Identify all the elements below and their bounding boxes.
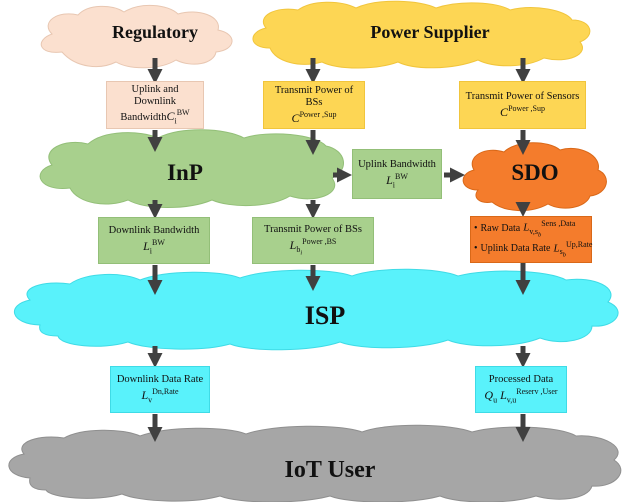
isp-label: ISP xyxy=(304,301,346,330)
iot-user-label: IoT User xyxy=(284,456,376,483)
sdo-label: SDO xyxy=(511,160,559,185)
uplink-rate-symbol: LsbUp,Rate xyxy=(553,239,593,259)
bs-transmit-power-supplier-box: Transmit Power of BSs CPower ,Sup xyxy=(263,81,365,129)
uplink-rate-label: Uplink Data Rate xyxy=(480,243,551,255)
reg-box-line2: Downlink xyxy=(134,96,176,108)
uplink-bw-text: Uplink Bandwidth xyxy=(358,158,436,170)
reg-box-symbol: CiBW xyxy=(166,108,190,126)
processed-data-box: Processed Data Qu Lv,uReserv ,User xyxy=(475,366,567,413)
downlink-bw-symbol: LiBW xyxy=(143,238,165,256)
raw-data-symbol: Lv,sbSens ,Data xyxy=(523,218,576,239)
downlink-bandwidth-box: Downlink Bandwidth LiBW xyxy=(98,217,210,264)
uplink-bw-symbol: LiBW xyxy=(386,171,408,190)
inp-cloud xyxy=(39,129,344,208)
bs-transmit-power-bs-box: Transmit Power of BSs LbiPower ,BS xyxy=(252,217,374,264)
downlink-bw-text: Downlink Bandwidth xyxy=(108,225,200,237)
bs-power-sup-text: Transmit Power of BSs xyxy=(274,84,354,108)
power-supplier-cloud xyxy=(252,0,591,69)
regulatory-cloud xyxy=(40,5,233,69)
sdo-output-list: •Raw Data Lv,sbSens ,Data •Uplink Data R… xyxy=(474,218,593,260)
bs-power-bs-text: Transmit Power of BSs xyxy=(264,223,362,235)
downlink-data-rate-box: Downlink Data Rate LvDn,Rate xyxy=(110,366,210,413)
raw-data-label: Raw Data xyxy=(480,222,521,234)
processed-data-text: Processed Data xyxy=(488,374,554,386)
iot-user-cloud xyxy=(8,424,622,502)
bs-power-bs-symbol: LbiPower ,BS xyxy=(289,236,337,257)
isp-cloud xyxy=(13,268,619,351)
dl-rate-text: Downlink Data Rate xyxy=(116,374,204,386)
inp-label: InP xyxy=(167,160,203,185)
regulatory-bandwidth-box: Uplink and Downlink BandwidthCiBW xyxy=(106,81,204,129)
sensor-power-text: Transmit Power of Sensors xyxy=(465,90,580,102)
sdo-cloud xyxy=(462,142,607,211)
reg-box-line3: BandwidthCiBW xyxy=(120,108,189,126)
reg-box-line1: Uplink and xyxy=(131,84,179,96)
dl-rate-symbol: LvDn,Rate xyxy=(141,387,179,405)
reg-box-line3-text: Bandwidth xyxy=(120,112,167,124)
sdo-output-box: •Raw Data Lv,sbSens ,Data •Uplink Data R… xyxy=(470,216,592,263)
sensor-power-symbol: CPower ,Sup xyxy=(500,103,545,119)
bs-power-sup-symbol: CPower ,Sup xyxy=(291,109,337,125)
uplink-rate-item: •Uplink Data Rate LsbUp,Rate xyxy=(474,239,593,259)
regulatory-label: Regulatory xyxy=(112,21,198,42)
power-supplier-label: Power Supplier xyxy=(370,21,490,42)
processed-data-symbol: Qu Lv,uReserv ,User xyxy=(484,387,558,405)
uplink-bandwidth-box: Uplink Bandwidth LiBW xyxy=(352,149,442,199)
raw-data-item: •Raw Data Lv,sbSens ,Data xyxy=(474,218,576,239)
sensor-transmit-power-box: Transmit Power of Sensors CPower ,Sup xyxy=(459,81,586,129)
